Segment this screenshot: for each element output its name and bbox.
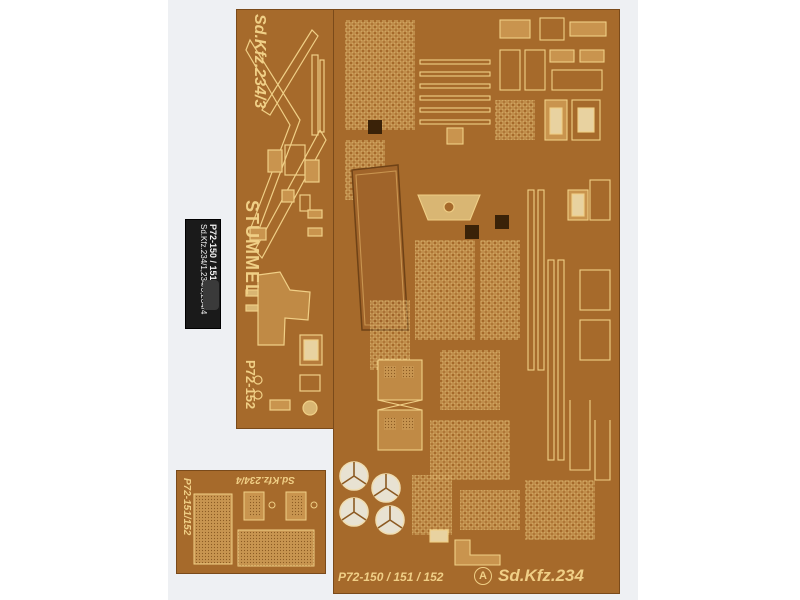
background-left	[0, 0, 168, 600]
main-sheet-parts	[339, 17, 611, 566]
side-sheet-name: STUMMEL	[242, 200, 262, 296]
wheel-parts	[339, 461, 405, 535]
main-sheet-logo: A	[474, 567, 492, 585]
main-sheet-code: P72-150 / 151 / 152	[338, 570, 444, 584]
label-card-logo	[203, 280, 219, 310]
side-sheet-code: P72-152	[243, 360, 258, 410]
side-sheet-model: Sd.Kfz.234/3	[251, 14, 268, 109]
small-sheet-parts	[193, 491, 318, 567]
small-sheet-model: Sd.Kfz.234/4	[236, 474, 295, 485]
side-sheet-parts	[245, 29, 327, 416]
main-sheet-model: Sd.Kfz.234	[498, 566, 584, 585]
background-right	[638, 0, 800, 600]
small-sheet-code: P72-151/152	[181, 478, 192, 536]
product-label-card: Sd.Kfz.234/1,234/3,234/4 P72-150 / 151 /…	[186, 220, 220, 328]
